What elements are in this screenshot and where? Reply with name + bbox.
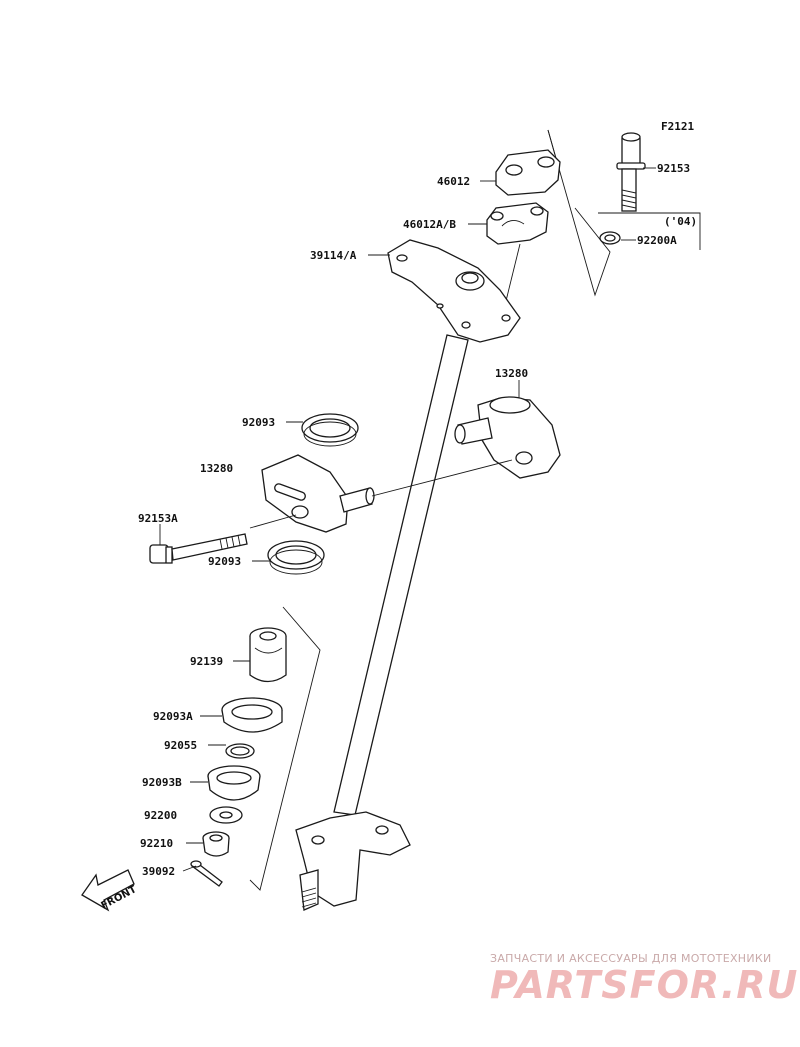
bolt-92153a bbox=[149, 533, 248, 564]
label-92093-upper: 92093 bbox=[242, 416, 275, 429]
label-13280-left: 13280 bbox=[200, 462, 233, 475]
guide-line-lower-stack bbox=[249, 606, 321, 891]
guide-line-holders bbox=[371, 459, 513, 497]
label-92153: 92153 bbox=[657, 162, 690, 175]
label-92093a: 92093A bbox=[153, 710, 193, 723]
front-direction-arrow: FRONT bbox=[81, 869, 139, 912]
nut-92210 bbox=[202, 831, 230, 857]
bushing-92139 bbox=[249, 627, 287, 683]
steering-plate-39114a bbox=[387, 239, 521, 343]
bearing-92093a bbox=[221, 697, 283, 733]
shaft-holder-13280-right bbox=[454, 396, 561, 479]
label-46012: 46012 bbox=[437, 175, 470, 188]
label-92153a: 92153A bbox=[138, 512, 178, 525]
oil-seal-92093-lower bbox=[267, 540, 325, 575]
leader-39092 bbox=[182, 865, 197, 872]
bolt-92153 bbox=[616, 132, 646, 212]
year-bracket bbox=[598, 212, 701, 250]
reference-zigzag-line bbox=[547, 129, 611, 297]
label-92200: 92200 bbox=[144, 809, 177, 822]
steering-shaft bbox=[333, 334, 469, 816]
washer-92200 bbox=[209, 806, 243, 824]
label-46012ab: 46012A/B bbox=[403, 218, 456, 231]
steering-shaft-lower-bracket bbox=[295, 811, 411, 911]
shaft-holder-13280-left bbox=[261, 454, 375, 533]
watermark-tagline: ЗАПЧАСТИ И АКСЕССУАРЫ ДЛЯ МОТОТЕХНИКИ bbox=[490, 952, 772, 965]
washer-92200a bbox=[599, 231, 621, 245]
handlebar-clamp-lower-46012ab bbox=[486, 202, 549, 245]
handlebar-clamp-upper-46012 bbox=[495, 149, 561, 196]
label-13280-right: 13280 bbox=[495, 367, 528, 380]
label-39114a: 39114/A bbox=[310, 249, 357, 262]
label-92055: 92055 bbox=[164, 739, 197, 752]
label-92139: 92139 bbox=[190, 655, 223, 668]
watermark-logo: PARTSFOR.RU bbox=[490, 963, 798, 1007]
label-92093b: 92093B bbox=[142, 776, 182, 789]
bearing-92093b bbox=[207, 765, 261, 801]
label-92210: 92210 bbox=[140, 837, 173, 850]
oil-seal-92093-upper bbox=[301, 413, 359, 447]
label-92200a: 92200A bbox=[637, 234, 677, 247]
label-92093-lower: 92093 bbox=[208, 555, 241, 568]
label-39092: 39092 bbox=[142, 865, 175, 878]
cotter-pin-39092 bbox=[190, 860, 223, 887]
washer-92055 bbox=[225, 743, 255, 759]
year-note: ('04) bbox=[664, 215, 697, 228]
figure-code: F2121 bbox=[661, 120, 694, 133]
guide-line-bolt bbox=[249, 514, 297, 529]
reference-line-top bbox=[547, 129, 556, 156]
guide-line-clamp bbox=[504, 243, 521, 306]
